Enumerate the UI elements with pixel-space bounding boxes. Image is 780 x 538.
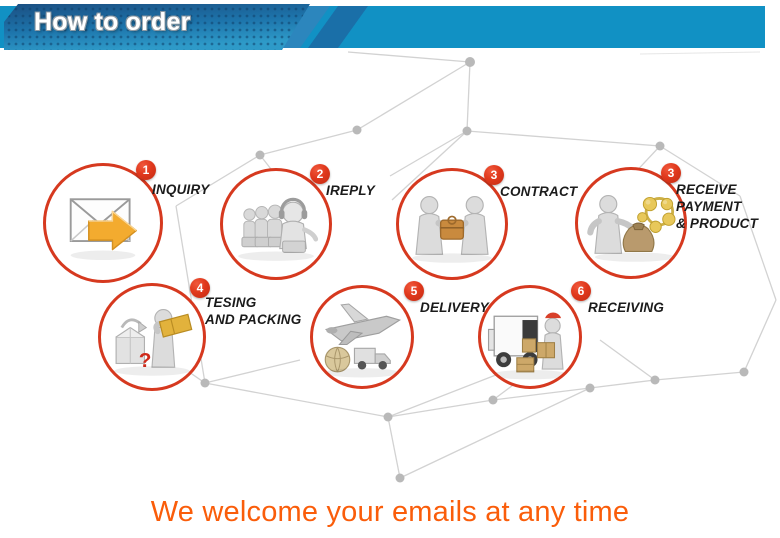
step-1-label: INQUIRY — [152, 182, 210, 197]
envelope-arrow-icon — [69, 198, 137, 261]
step-5-badge: 4 — [190, 278, 210, 298]
handshake-contract-icon — [412, 195, 492, 263]
network-nodes — [200, 57, 749, 483]
step-7-label: RECEIVING — [588, 300, 665, 315]
step-1-badge: 1 — [136, 160, 156, 180]
plane-truck-globe-icon — [324, 303, 402, 378]
step-4-badge: 3 — [661, 163, 681, 183]
step-3-badge: 3 — [484, 165, 504, 185]
testing-packing-icon: ? — [114, 309, 193, 376]
step-6-circle[interactable] — [310, 285, 414, 389]
step-7-badge: 6 — [571, 281, 591, 301]
step-4-circle[interactable] — [575, 167, 687, 279]
step-5-label: TESING AND PACKING — [205, 295, 302, 327]
header-banner: How to order — [0, 0, 780, 56]
call-center-team-icon — [238, 197, 319, 261]
step-3-label: CONTRACT — [500, 184, 578, 199]
step-2-label: IREPLY — [326, 183, 375, 198]
step-2-circle[interactable] — [220, 168, 332, 280]
step-1-circle[interactable] — [43, 163, 163, 283]
delivery-truck-boxes-icon — [487, 312, 570, 380]
step-6-label: DELIVERY — [420, 300, 489, 315]
tagline: We welcome your emails at any time — [150, 496, 630, 528]
svg-text:?: ? — [139, 349, 152, 372]
step-4-label: RECEIVE PAYMENT & PRODUCT — [676, 182, 759, 231]
step-3-circle[interactable] — [396, 168, 508, 280]
step-5-circle[interactable]: ? — [98, 283, 206, 391]
step-7-circle[interactable] — [478, 285, 582, 389]
step-6-badge: 5 — [404, 281, 424, 301]
step-2-badge: 2 — [310, 164, 330, 184]
money-bag-payment-icon — [587, 194, 676, 262]
